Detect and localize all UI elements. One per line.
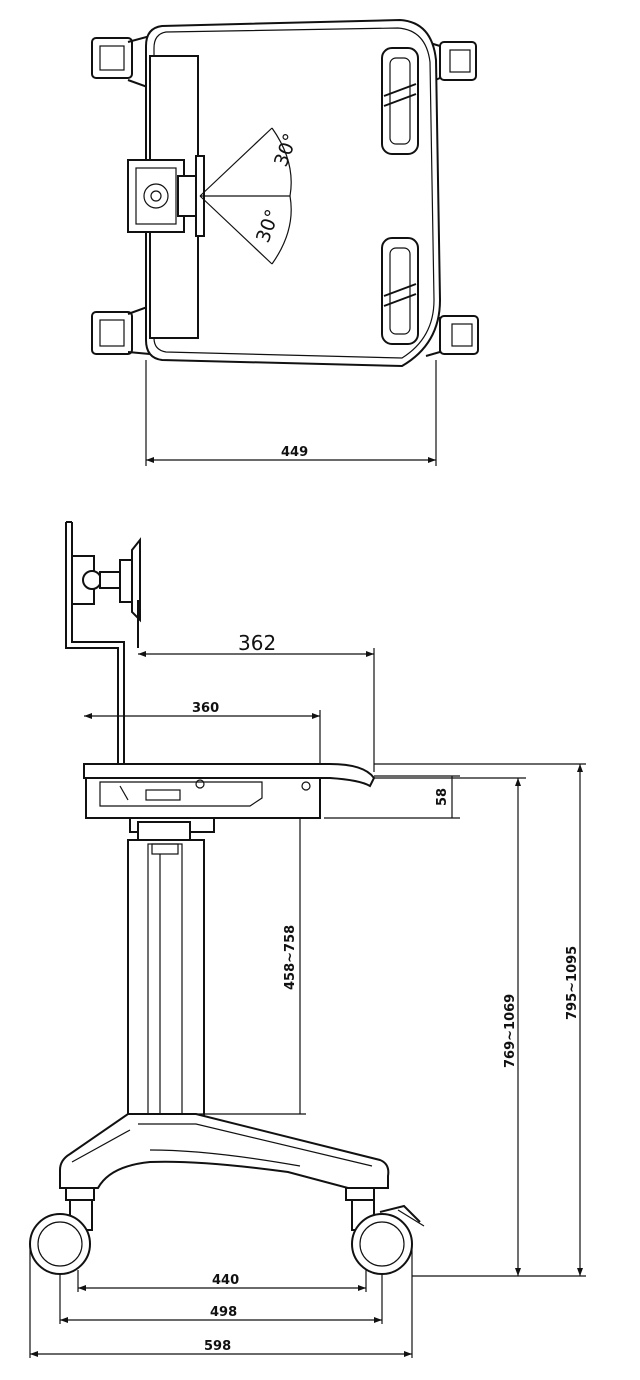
- dim-wheel-span-inner-label: 440: [212, 1273, 239, 1288]
- lift-column: [127, 817, 215, 1139]
- dim-top-width-label: 449: [281, 445, 308, 460]
- dim-base-width: 598: [29, 1244, 413, 1358]
- dim-overall-height: 795~1095: [374, 763, 586, 1277]
- dim-tray-depth: 360: [84, 701, 321, 764]
- dim-column-travel: 458~758: [190, 818, 306, 1115]
- work-surface: [83, 763, 376, 819]
- caster-top-left-upper: [91, 34, 151, 90]
- dim-column-travel-label: 458~758: [283, 925, 298, 990]
- caster-side-left: [29, 1187, 95, 1275]
- dim-tray-height-label: 769~1069: [503, 994, 518, 1068]
- dim-tray-thickness: 58: [324, 775, 460, 819]
- dim-wheel-span-center-label: 498: [210, 1305, 237, 1320]
- dim-wheel-span-center: 498: [59, 1274, 383, 1324]
- caster-side-right: [345, 1187, 425, 1275]
- dim-tray-thickness-label: 58: [435, 788, 450, 806]
- dim-tray-depth-label: 360: [192, 701, 219, 716]
- dim-tray-height: 769~1069: [374, 777, 526, 1277]
- caster-top-left-lower: [91, 304, 151, 356]
- dim-top-width: 449: [145, 360, 437, 466]
- handle-upper: [381, 47, 419, 155]
- side-view: 362 360 58: [29, 521, 586, 1358]
- monitor-plate: [65, 521, 141, 764]
- dim-monitor-reach: 362: [138, 631, 375, 772]
- dim-base-width-label: 598: [204, 1339, 231, 1354]
- base-frame: [59, 1113, 390, 1189]
- dim-monitor-reach-label: 362: [238, 631, 276, 655]
- dim-overall-height-label: 795~1095: [565, 946, 580, 1020]
- dim-wheel-span-inner: 440: [77, 1270, 367, 1292]
- tray-outline: [145, 18, 442, 368]
- handle-lower: [381, 237, 419, 345]
- top-view: 30° 30° 449: [91, 18, 479, 466]
